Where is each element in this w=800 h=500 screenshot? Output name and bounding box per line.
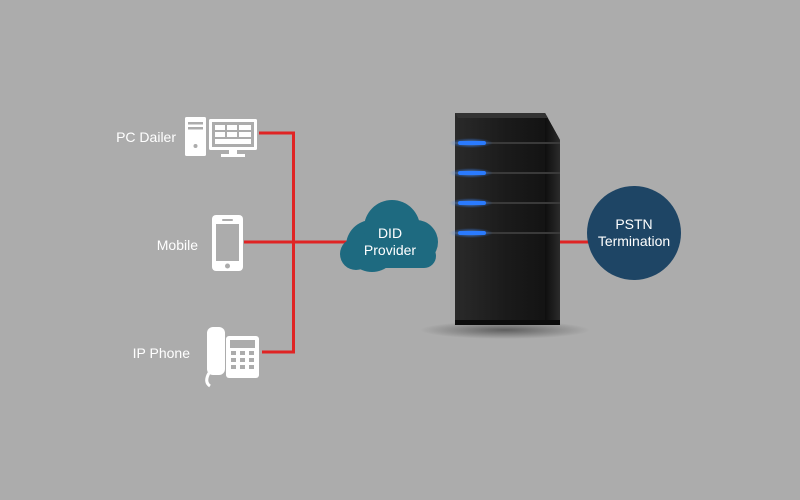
desktop-computer-icon xyxy=(185,117,257,157)
pc-dailer-label: PC Dailer xyxy=(116,129,176,145)
did-provider-label: DID Provider xyxy=(343,225,437,259)
pstn-line2: Termination xyxy=(597,233,671,249)
did-provider-line2: Provider xyxy=(363,242,417,258)
smartphone-icon xyxy=(212,215,243,271)
server-tower-icon xyxy=(420,113,590,339)
pstn-termination-label: PSTN Termination xyxy=(586,216,682,250)
desk-phone-icon xyxy=(205,327,259,388)
mobile-label: Mobile xyxy=(156,237,198,253)
ip-phone-label: IP Phone xyxy=(132,345,190,361)
cloud-icon xyxy=(340,200,438,272)
did-provider-line1: DID xyxy=(377,225,403,241)
connector-lines xyxy=(244,131,592,354)
server-led-group xyxy=(449,138,493,238)
pstn-line1: PSTN xyxy=(615,216,653,232)
pstn-termination-circle xyxy=(587,186,681,280)
